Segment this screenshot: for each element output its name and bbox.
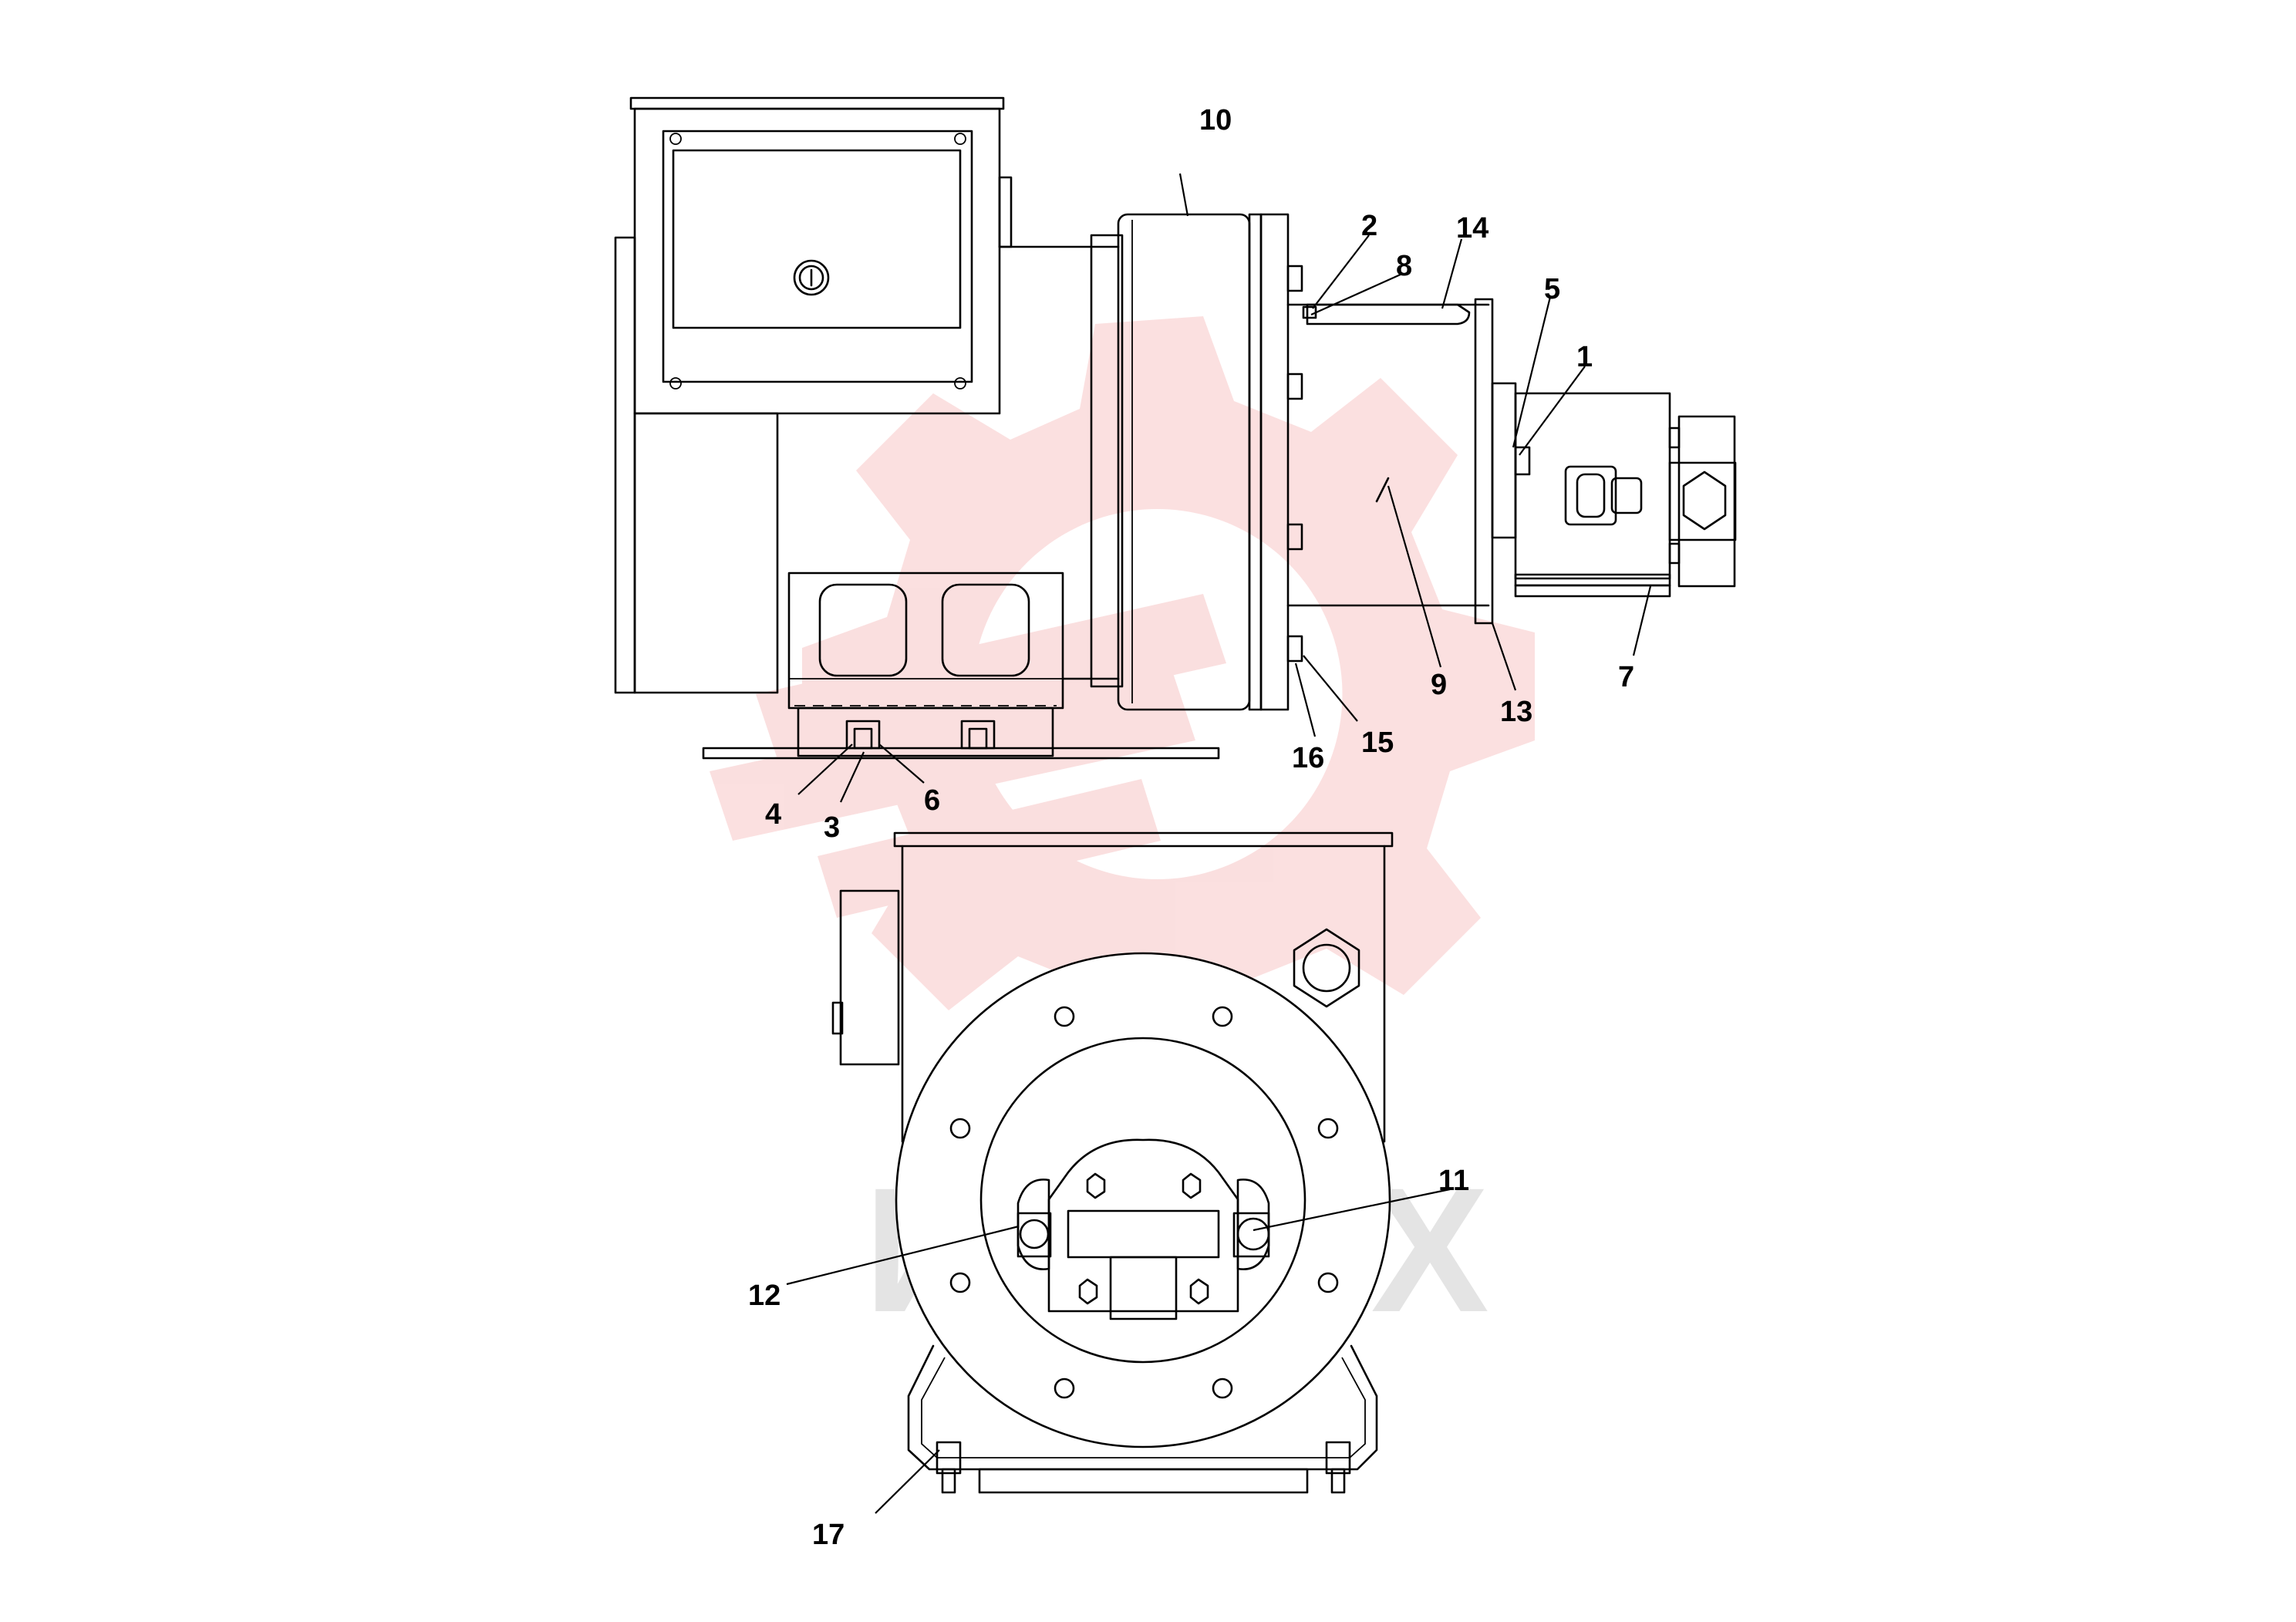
flange-drum bbox=[1090, 213, 1490, 711]
front-view bbox=[831, 831, 1394, 1494]
callout-5: 5 bbox=[1544, 273, 1560, 305]
callout-6: 6 bbox=[924, 784, 940, 817]
callout-4: 4 bbox=[765, 798, 781, 831]
side-view bbox=[614, 96, 1737, 760]
callouts: 1 2 3 4 5 6 7 8 9 10 11 12 13 14 15 16 1… bbox=[748, 104, 1634, 1551]
callout-15: 15 bbox=[1361, 727, 1394, 759]
motor-foot bbox=[702, 572, 1220, 760]
callout-9: 9 bbox=[1431, 669, 1447, 701]
callout-2: 2 bbox=[1361, 210, 1377, 242]
callout-10: 10 bbox=[1199, 104, 1232, 137]
callout-13: 13 bbox=[1500, 696, 1532, 728]
callout-14: 14 bbox=[1456, 212, 1489, 244]
end-plate bbox=[1474, 298, 1737, 625]
terminal-box bbox=[629, 96, 1013, 415]
callout-1: 1 bbox=[1576, 341, 1593, 373]
callout-11: 11 bbox=[1438, 1165, 1469, 1197]
callout-17: 17 bbox=[812, 1519, 845, 1551]
callout-16: 16 bbox=[1292, 742, 1324, 774]
callout-7: 7 bbox=[1618, 661, 1634, 693]
callout-8: 8 bbox=[1396, 250, 1412, 282]
callout-3: 3 bbox=[824, 811, 840, 844]
leader-lines bbox=[786, 173, 1652, 1514]
callout-12: 12 bbox=[748, 1280, 781, 1312]
